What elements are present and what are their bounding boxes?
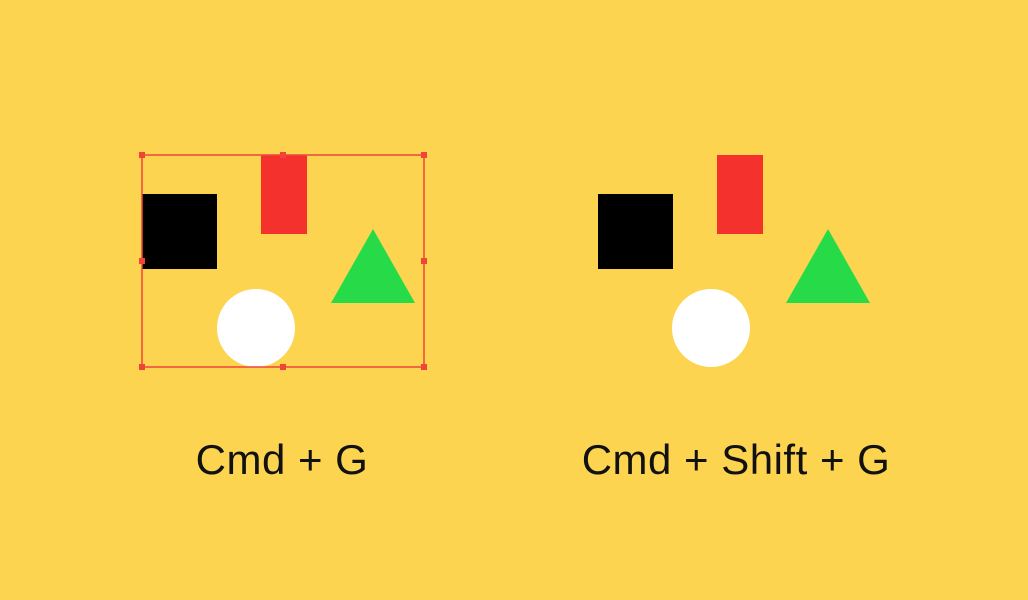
red-rectangle[interactable] — [261, 155, 307, 234]
group-selection-box[interactable] — [139, 152, 427, 370]
green-triangle[interactable] — [786, 229, 870, 303]
selection-handle-top-middle[interactable] — [280, 152, 286, 158]
group-shortcut-caption: Cmd + G — [195, 436, 369, 483]
ungrouped-example — [598, 155, 870, 367]
selection-handle-top-right[interactable] — [421, 152, 427, 158]
selection-handle-bottom-right[interactable] — [421, 364, 427, 370]
black-square[interactable] — [142, 194, 217, 269]
white-circle[interactable] — [217, 289, 295, 367]
selection-handle-top-left[interactable] — [139, 152, 145, 158]
selection-handle-bottom-left[interactable] — [139, 364, 145, 370]
selection-handle-middle-left[interactable] — [139, 258, 145, 264]
selection-handle-middle-right[interactable] — [421, 258, 427, 264]
red-rectangle[interactable] — [717, 155, 763, 234]
black-square[interactable] — [598, 194, 673, 269]
ungroup-shortcut-caption: Cmd + Shift + G — [581, 436, 891, 483]
selection-handle-bottom-middle[interactable] — [280, 364, 286, 370]
white-circle[interactable] — [672, 289, 750, 367]
grouped-example — [139, 152, 427, 370]
green-triangle[interactable] — [331, 229, 415, 303]
